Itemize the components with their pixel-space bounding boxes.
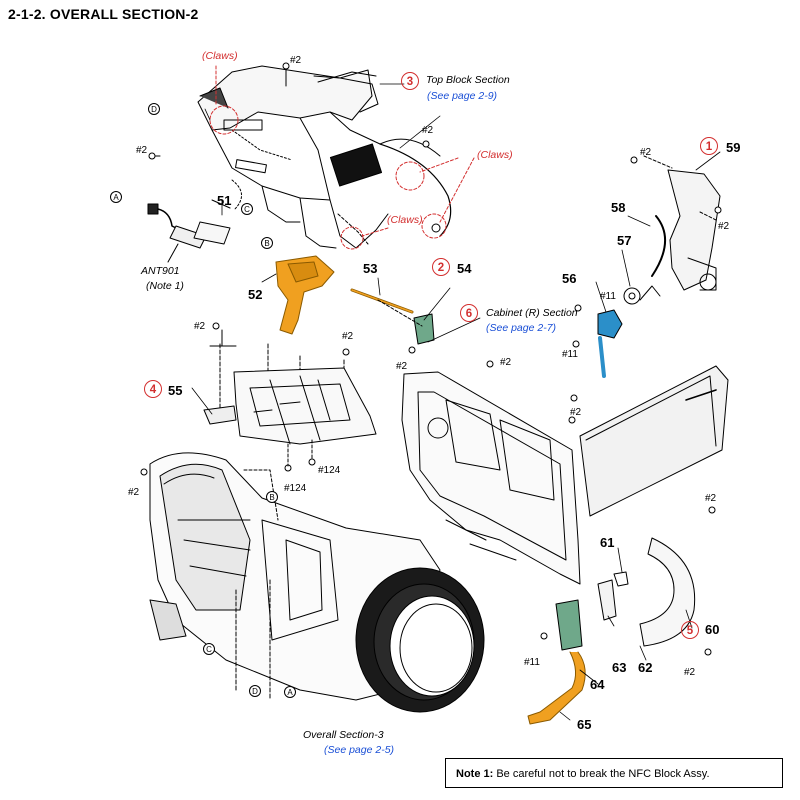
screw-mark: #2 — [718, 221, 730, 232]
screw-mark: #2 — [136, 145, 148, 156]
screw-mark: #11 — [562, 349, 578, 360]
part-number-63: 63 — [612, 660, 627, 675]
section-ref-1: 1 — [700, 137, 718, 155]
screw-mark: #11 — [524, 657, 540, 668]
part-number-52: 52 — [248, 287, 263, 302]
section-ref-2: 2 — [432, 258, 450, 276]
antenna-label: ANT901 — [141, 265, 180, 277]
part-number-54: 54 — [457, 261, 472, 276]
claws-label: (Claws) — [477, 149, 513, 161]
part-number-58: 58 — [611, 200, 626, 215]
section-ref-6: 6 — [460, 304, 478, 322]
screw-mark: #2 — [570, 407, 582, 418]
screw-mark: #2 — [500, 357, 512, 368]
part-number-61: 61 — [600, 535, 615, 550]
section-ref-5: 5 — [681, 621, 699, 639]
section-ref-4: 4 — [144, 380, 162, 398]
screw-mark: #2 — [194, 321, 206, 332]
screw-mark: #124 — [318, 465, 341, 476]
part-number-55: 55 — [168, 383, 183, 398]
screw-mark: #2 — [422, 125, 434, 136]
screw-mark: #2 — [684, 667, 696, 678]
antenna-drawing — [147, 179, 242, 263]
parts-60-65 — [527, 506, 716, 725]
screw-mark: #2 — [705, 493, 717, 504]
part-number-64: 64 — [590, 677, 605, 692]
parts-56-59 — [597, 155, 721, 378]
claws-label: (Claws) — [387, 214, 423, 226]
screws — [140, 62, 722, 476]
part-number-60: 60 — [705, 622, 720, 637]
screw-mark: #2 — [640, 147, 652, 158]
parts-53-54 — [350, 288, 435, 354]
connector-d: D — [148, 103, 160, 115]
connector-d: D — [249, 685, 261, 697]
screw-mark: #2 — [342, 331, 354, 342]
flex-52 — [275, 255, 335, 335]
screw-mark: #124 — [284, 483, 307, 494]
part-number-57: 57 — [617, 233, 632, 248]
leader-lines — [191, 83, 721, 721]
note-text: Be careful not to break the NFC Block As… — [493, 768, 710, 780]
connector-b: B — [261, 237, 273, 249]
screw-mark: #2 — [290, 55, 302, 66]
section-ref-3: 3 — [401, 72, 419, 90]
part-number-65: 65 — [577, 717, 592, 732]
part-number-62: 62 — [638, 660, 653, 675]
part-number-53: 53 — [363, 261, 378, 276]
part-number-59: 59 — [726, 140, 741, 155]
overall-section-3-page-link[interactable]: (See page 2-5) — [324, 744, 395, 756]
page-title: 2-1-2. OVERALL SECTION-2 — [8, 6, 199, 22]
connector-c: C — [203, 643, 215, 655]
note-label: Note 1: — [456, 768, 494, 780]
top-block-drawing — [197, 65, 452, 249]
claws-label: (Claws) — [202, 50, 238, 62]
connector-c: C — [241, 203, 253, 215]
screw-mark: #11 — [600, 291, 616, 302]
screw-mark: #2 — [396, 361, 408, 372]
top-block-section-label: Top Block Section — [426, 74, 510, 86]
part-number-51: 51 — [217, 193, 232, 208]
cabinet-r-drawing — [401, 365, 729, 585]
part-number-56: 56 — [562, 271, 577, 286]
lens-drawing — [355, 567, 485, 713]
top-block-page-link[interactable]: (See page 2-9) — [427, 90, 498, 102]
cabinet-r-page-link[interactable]: (See page 2-7) — [486, 322, 557, 334]
overall-section-3-label: Overall Section-3 — [303, 729, 384, 741]
connector-a: A — [284, 686, 296, 698]
cabinet-r-section-label: Cabinet (R) Section — [486, 307, 578, 319]
frame-55 — [203, 329, 377, 472]
claw-markers — [209, 65, 475, 250]
note-box: Note 1: Be careful not to break the NFC … — [445, 758, 783, 788]
screw-mark: #2 — [128, 487, 140, 498]
connector-a: A — [110, 191, 122, 203]
connector-b: B — [266, 491, 278, 503]
antenna-note: (Note 1) — [146, 280, 184, 292]
